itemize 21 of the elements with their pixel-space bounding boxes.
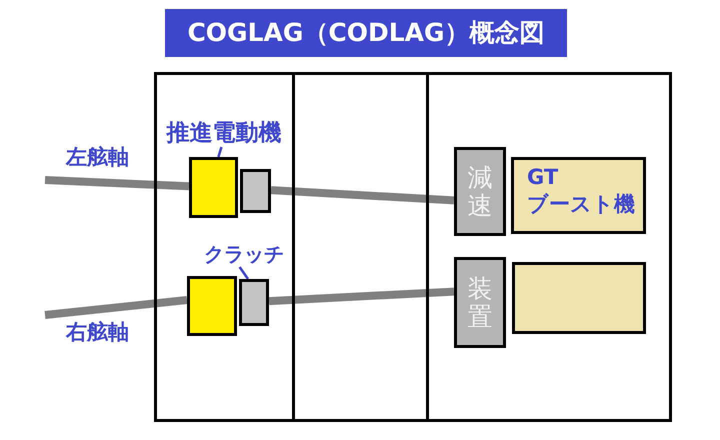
gearbox-block <box>454 257 506 348</box>
shaft-label: 右舷軸 <box>66 321 129 344</box>
shaft-line <box>44 296 188 319</box>
leader-line <box>217 146 223 158</box>
motor-block <box>189 157 238 218</box>
gearbox-text: 装置 <box>468 275 492 330</box>
clutch-block <box>239 279 269 326</box>
shaft-line <box>270 186 454 204</box>
engine-label: GT ブースト機 <box>526 164 636 218</box>
gearbox-block <box>454 147 506 236</box>
callout-label: 推進電動機 <box>160 121 288 147</box>
title-banner: COGLAG（CODLAG）概念図 <box>165 9 567 57</box>
clutch-block <box>240 169 271 213</box>
engine-block <box>512 262 646 334</box>
callout-label: クラッチ <box>200 243 288 267</box>
shaft-label: 左舷軸 <box>66 146 129 170</box>
shaft-line <box>268 288 454 306</box>
engine-block <box>511 157 646 234</box>
motor-block <box>187 276 237 336</box>
gearbox-text: 減速 <box>468 164 492 219</box>
leader-line <box>238 266 250 280</box>
